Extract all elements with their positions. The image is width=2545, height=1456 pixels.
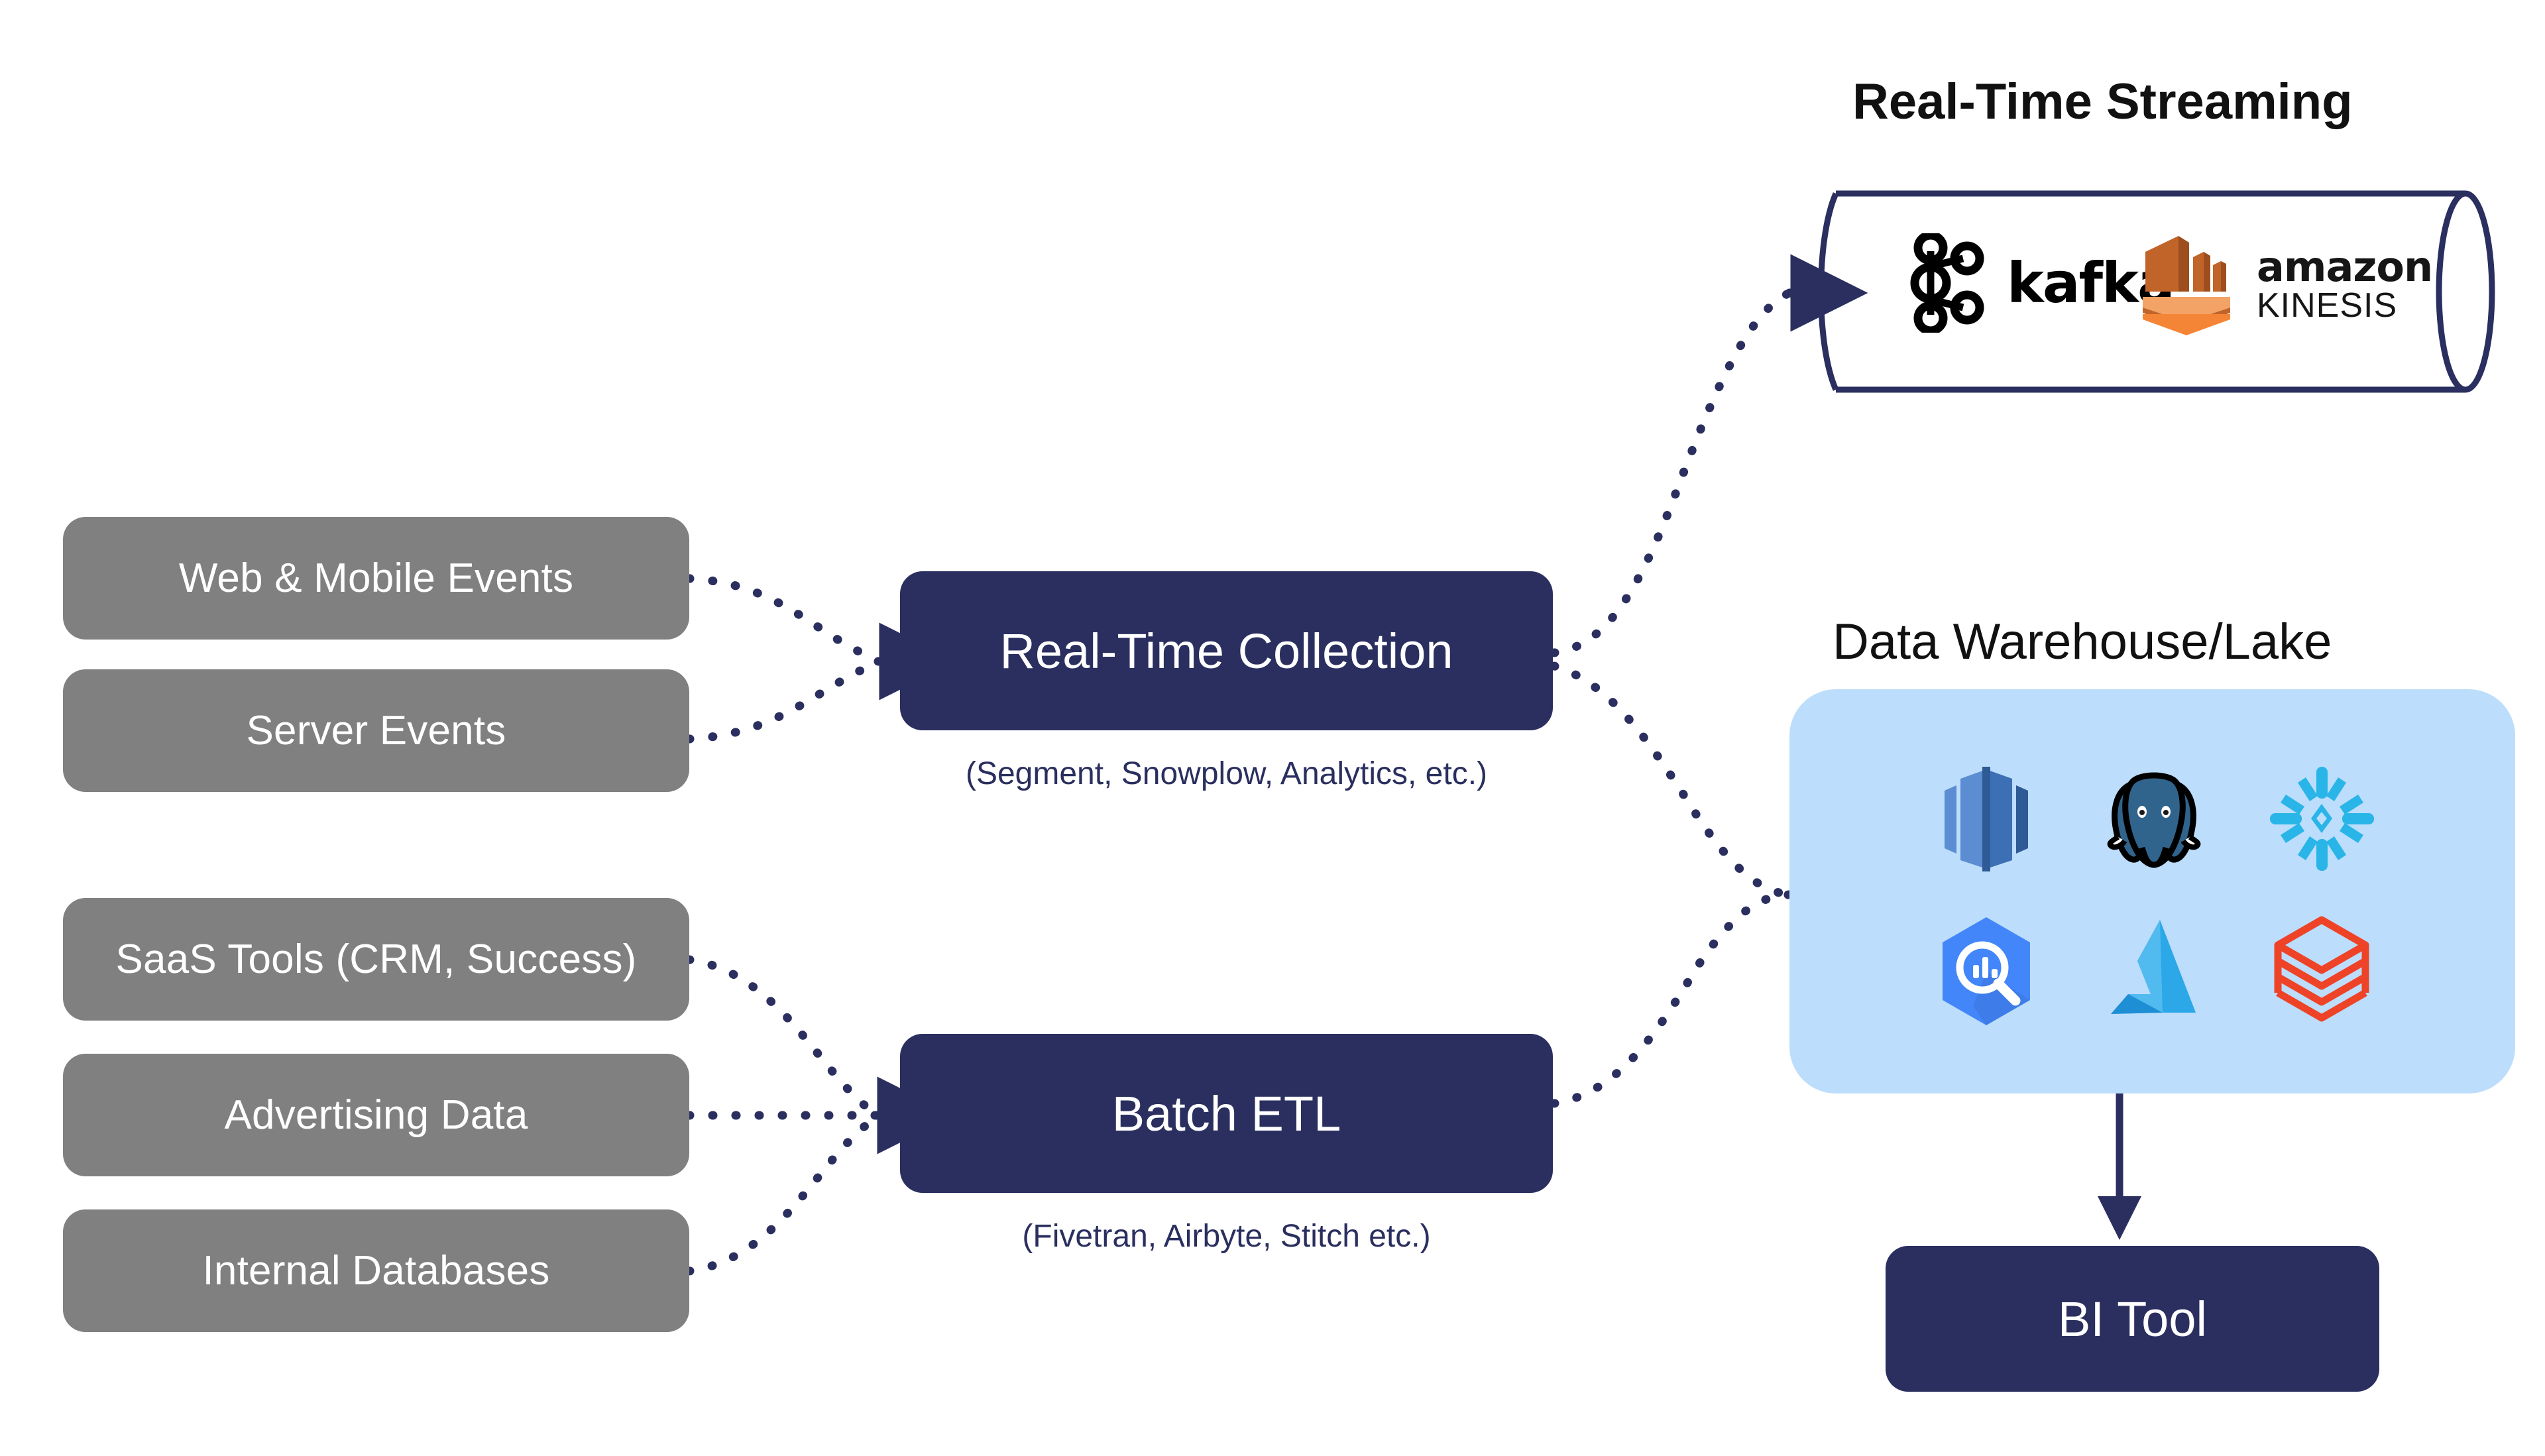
data-warehouse-panel[interactable] [1789,689,2515,1093]
process-label: Real-Time Collection [999,623,1453,679]
process-batch-caption: (Fivetran, Airbyte, Stitch etc.) [1022,1219,1431,1254]
source-saas-tools[interactable]: SaaS Tools (CRM, Success) [63,898,689,1021]
kinesis-mark-icon [2143,236,2230,335]
connector-realtime-to-warehouse [1550,661,1794,899]
process-realtime-collection[interactable]: Real-Time Collection [900,571,1553,730]
source-label: Server Events [246,708,506,754]
source-label: Web & Mobile Events [178,555,574,601]
kinesis-wordmark: KINESIS [2257,286,2398,325]
source-internal-databases[interactable]: Internal Databases [63,1209,689,1332]
connector-web-to-realtime [685,574,883,665]
postgresql-icon [2108,772,2201,868]
connector-batch-to-warehouse [1550,890,1794,1108]
output-bi-tool[interactable]: BI Tool [1886,1246,2379,1392]
databricks-icon [2274,916,2369,1021]
process-label: Batch ETL [1111,1086,1341,1141]
source-label: Internal Databases [202,1248,550,1294]
process-realtime-caption: (Segment, Snowplow, Analytics, etc.) [965,756,1488,791]
aws-redshift-icon [1944,766,2028,871]
section-title-data-warehouse: Data Warehouse/Lake [1833,614,2332,670]
azure-synapse-icon [2111,920,2196,1014]
source-server-events[interactable]: Server Events [63,669,689,792]
kafka-logo: kafka [1909,233,2175,333]
google-bigquery-icon [1942,917,2030,1025]
source-label: SaaS Tools (CRM, Success) [115,936,637,982]
source-label: Advertising Data [224,1092,528,1138]
connector-saas-to-batch [685,955,879,1118]
section-title-realtime-streaming: Real-Time Streaming [1852,74,2353,130]
connector-server-to-realtime [685,658,883,744]
streaming-cylinder-shape [1818,190,2495,393]
snowflake-icon [2269,766,2374,871]
amazon-kinesis-logo: amazon KINESIS [2137,231,2433,340]
warehouse-icon-grid [1902,742,2406,1047]
source-web-mobile-events[interactable]: Web & Mobile Events [63,517,689,640]
source-advertising-data[interactable]: Advertising Data [63,1054,689,1176]
connector-realtime-to-streaming [1550,288,1794,657]
connector-internal-to-batch [685,1114,879,1276]
amazon-wordmark: amazon [2257,242,2433,291]
kafka-mark-icon [1910,233,1984,333]
process-batch-etl[interactable]: Batch ETL [900,1034,1553,1193]
bi-tool-label: BI Tool [2058,1291,2207,1347]
